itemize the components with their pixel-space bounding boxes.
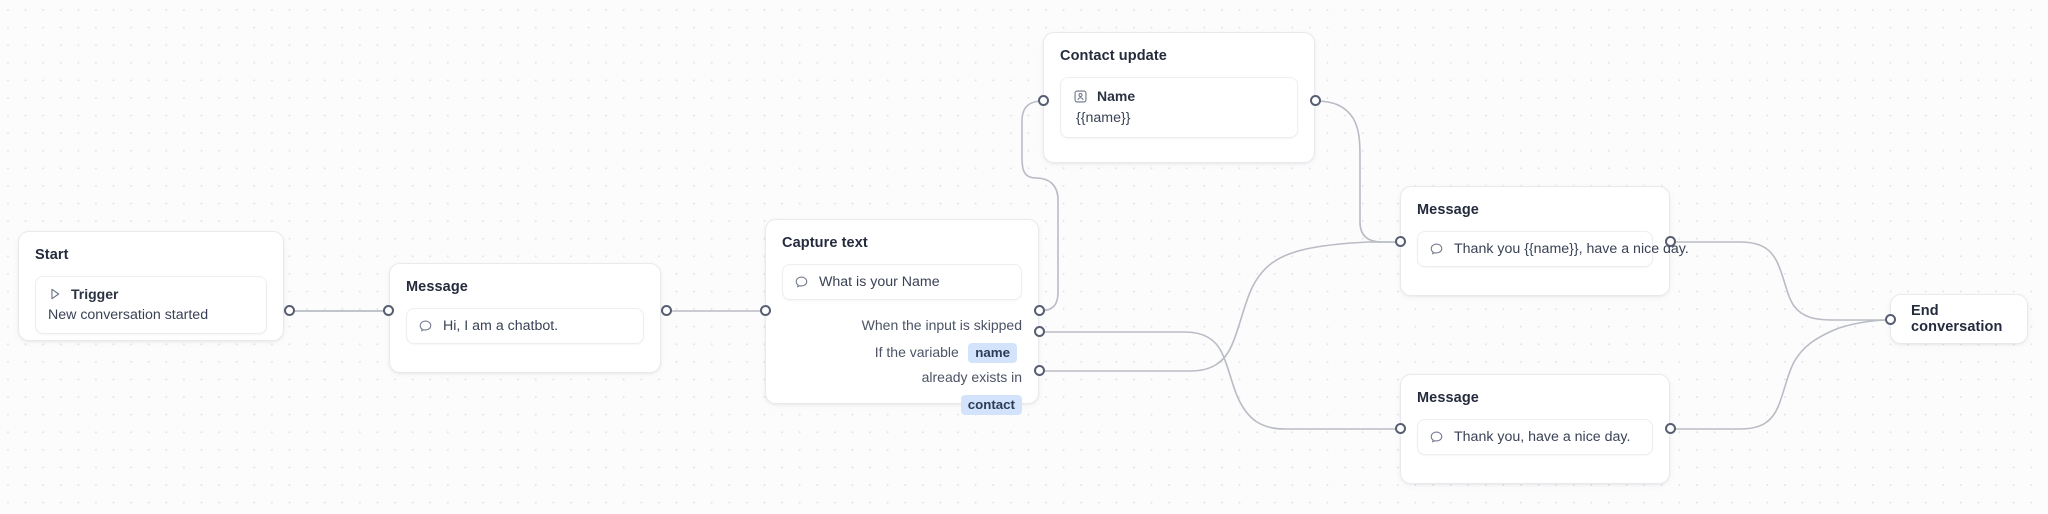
node-message-3-title: Message [1417, 390, 1479, 406]
trigger-label: Trigger [71, 286, 119, 302]
message-3-text: Thank you, have a nice day. [1454, 429, 1631, 445]
chat-bubble-icon [794, 275, 809, 290]
contact-field-label: Name [1097, 88, 1136, 104]
node-capture-title: Capture text [782, 235, 868, 251]
contact-field-value: {{name}} [1076, 110, 1131, 126]
node-message-1[interactable]: Message Hi, I am a chatbot. [389, 263, 661, 373]
trigger-card[interactable]: Trigger New conversation started [35, 276, 267, 334]
contact-field-card[interactable]: Name {{name}} [1060, 77, 1298, 138]
contact-card-icon [1073, 89, 1088, 104]
capture-exists-condition: If the variable name already exists in c… [782, 341, 1022, 418]
port-message2-output[interactable] [1665, 236, 1676, 247]
port-contact-output[interactable] [1310, 95, 1321, 106]
capture-prompt-field[interactable]: What is your Name [782, 264, 1022, 300]
capture-skipped-label: When the input is skipped [861, 317, 1022, 333]
node-contact-update[interactable]: Contact update Name {{name}} [1043, 32, 1315, 163]
node-start[interactable]: Start Trigger New conversation started [18, 231, 284, 341]
capture-variable-chip[interactable]: name [968, 342, 1017, 363]
node-end-title: End conversation [1911, 303, 2003, 335]
node-end-conversation[interactable]: End conversation [1890, 294, 2028, 344]
port-contact-input[interactable] [1038, 95, 1049, 106]
edge-capture-exists-to-message2 [1039, 241, 1400, 372]
trigger-description: New conversation started [48, 307, 209, 323]
edge-capture-skipped-to-message3 [1039, 331, 1400, 430]
capture-target-chip[interactable]: contact [960, 394, 1022, 415]
capture-exists-middle: already exists in [921, 368, 1022, 385]
node-message-1-title: Message [406, 279, 468, 295]
edge-contact-to-message2 [1314, 100, 1400, 243]
node-capture-text[interactable]: Capture text What is your Name When the … [765, 219, 1039, 415]
capture-prompt-text: What is your Name [819, 274, 940, 290]
play-icon [48, 287, 62, 301]
port-message3-input[interactable] [1395, 423, 1406, 434]
chat-bubble-icon [1429, 430, 1444, 445]
node-message-2-title: Message [1417, 202, 1479, 218]
port-start-output[interactable] [284, 305, 295, 316]
port-capture-output-exists[interactable] [1034, 365, 1045, 376]
node-message-2[interactable]: Message Thank you {{name}}, have a nice … [1400, 186, 1689, 296]
port-message1-input[interactable] [383, 305, 394, 316]
port-message3-output[interactable] [1665, 423, 1676, 434]
edge-message2-to-end [1670, 241, 1890, 321]
node-start-title: Start [35, 247, 69, 263]
port-message1-output[interactable] [661, 305, 672, 316]
message-3-bubble[interactable]: Thank you, have a nice day. [1417, 419, 1653, 455]
capture-exists-prefix: If the variable [874, 344, 959, 360]
node-message-3[interactable]: Message Thank you, have a nice day. [1400, 374, 1670, 484]
message-2-bubble[interactable]: Thank you {{name}}, have a nice day. [1417, 231, 1689, 267]
chat-bubble-icon [418, 319, 433, 334]
chat-bubble-icon [1429, 242, 1444, 257]
port-end-input[interactable] [1885, 314, 1896, 325]
port-capture-output-skipped[interactable] [1034, 326, 1045, 337]
node-contact-title: Contact update [1060, 48, 1167, 64]
edge-message3-to-end [1670, 319, 1891, 430]
port-message2-input[interactable] [1395, 236, 1406, 247]
message-1-text: Hi, I am a chatbot. [443, 318, 559, 334]
message-1-bubble[interactable]: Hi, I am a chatbot. [406, 308, 644, 344]
edge-capture-to-contact [1021, 100, 1059, 312]
port-capture-output-main[interactable] [1034, 305, 1045, 316]
message-2-text: Thank you {{name}}, have a nice day. [1454, 241, 1689, 257]
port-capture-input[interactable] [760, 305, 771, 316]
